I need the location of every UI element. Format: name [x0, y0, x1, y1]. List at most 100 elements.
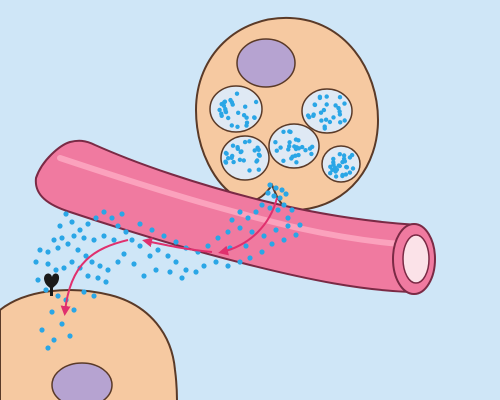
vesicle-granule [281, 129, 286, 134]
hormone-granule [281, 202, 287, 208]
vesicle-granule [337, 95, 343, 100]
hormone-granule [213, 259, 219, 265]
vesicle-granule [323, 117, 329, 122]
vesicle-granule [333, 174, 339, 179]
vesicle-granule [293, 137, 299, 142]
vesicle-granule [229, 123, 234, 128]
hormone-granule [49, 309, 55, 315]
hormone-granule [253, 209, 259, 215]
hormone-granule [165, 253, 171, 259]
vesicle-granule [340, 159, 345, 165]
vesicle-granule [350, 166, 356, 171]
hormone-granule [247, 255, 253, 261]
hormone-granule [61, 265, 67, 271]
vesicle-granule [321, 107, 327, 113]
hormone-granule [245, 215, 251, 221]
hormone-granule [35, 277, 41, 283]
hormone-granule [123, 229, 129, 235]
hormone-granule [147, 253, 153, 259]
hormone-granule [77, 227, 83, 233]
hormone-granule [297, 222, 303, 228]
hormone-granule [155, 247, 161, 253]
hormone-granule [51, 237, 57, 243]
hormone-granule [57, 223, 63, 229]
hormone-granule [101, 233, 107, 239]
vesicle-granule [296, 146, 301, 151]
vesicle-granule [333, 103, 338, 108]
hormone-granule [179, 275, 185, 281]
vesicle-granule [305, 113, 311, 118]
vesicle-granule [288, 129, 293, 135]
hormone-granule [105, 267, 111, 273]
vesicle-granule [334, 167, 340, 172]
hormone-granule [91, 293, 97, 299]
vesicle-granule [281, 158, 286, 163]
vesicle-top-left [209, 85, 263, 133]
hormone-granule [193, 269, 199, 275]
vesicle-granule [317, 94, 323, 100]
vesicle-granule [292, 144, 297, 149]
vesicle-granule [278, 145, 283, 150]
hormone-granule [285, 215, 291, 221]
hormone-granule [259, 202, 265, 208]
vesicle-granule [342, 118, 347, 123]
hormone-granule [53, 267, 59, 273]
hormone-granule [259, 249, 265, 255]
vesicle-granule [228, 97, 233, 103]
vesicle-granule [226, 156, 231, 161]
hormone-granule [115, 223, 121, 229]
secretion-arrow [218, 197, 278, 256]
vesicle-granule [342, 101, 347, 106]
hormone-granule [273, 227, 279, 233]
hormone-granule [173, 239, 179, 245]
hormone-granule [59, 321, 65, 327]
vesicle-granule [223, 150, 229, 156]
vesicle-granule [303, 148, 308, 153]
hormone-granule [161, 233, 167, 239]
hormone-granule [167, 269, 173, 275]
vesicle-granule [347, 170, 353, 175]
vesicle-granule [253, 99, 259, 105]
hormone-granule [37, 247, 43, 253]
vesicle-granule [319, 118, 324, 123]
blood-vessel-lumen [402, 234, 430, 284]
hormone-granule [89, 259, 95, 265]
vesicle-granule [231, 159, 236, 165]
hormone-granule [43, 287, 49, 293]
vesicle-granule [338, 120, 343, 125]
hormone-granule [45, 249, 51, 255]
vesicle-granule [242, 139, 248, 145]
vesicle-granule [324, 94, 329, 99]
hormone-granule [59, 235, 65, 241]
vesicle-granule [337, 152, 342, 157]
vesicle-granule [229, 155, 234, 160]
hormone-granule [153, 267, 159, 273]
diffusion-arrow [60, 239, 129, 316]
hormone-granule [101, 209, 107, 215]
hormone-granule [71, 233, 77, 239]
hormone-granules [33, 182, 303, 351]
vesicle-granule [296, 152, 301, 158]
vesicle-granule [222, 99, 228, 104]
vesicle-granule [237, 157, 243, 162]
hormone-granule [39, 327, 45, 333]
hormone-granule [201, 263, 207, 269]
hormone-granule [111, 237, 117, 243]
vesicle-granule [327, 119, 333, 125]
vesicle-granule [236, 110, 241, 116]
vesicle-granule [311, 112, 316, 117]
vesicle-granule [252, 148, 257, 153]
vesicle-granule [252, 115, 257, 121]
vesicle-granule [331, 115, 336, 120]
hormone-granule [65, 241, 71, 247]
hormone-granule [91, 237, 97, 243]
hormone-granule [129, 237, 135, 243]
hormone-granule [293, 232, 299, 238]
hormone-granule [281, 237, 287, 243]
hormone-granule [95, 275, 101, 281]
hormone-granule [83, 253, 89, 259]
vesicle-granule [274, 148, 279, 153]
hormone-granule [55, 293, 61, 299]
hormone-granule [141, 273, 147, 279]
